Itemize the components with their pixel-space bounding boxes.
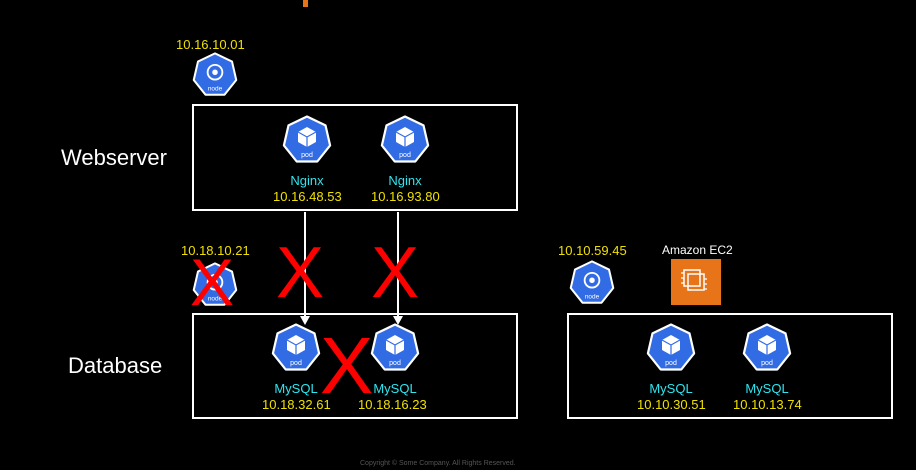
pod-name: Nginx xyxy=(388,173,422,188)
svg-text:node: node xyxy=(208,296,223,303)
database-box xyxy=(192,313,518,419)
pod-name: MySQL xyxy=(745,381,789,396)
pod-name: MySQL xyxy=(649,381,693,396)
pod-ip: 10.18.16.23 xyxy=(358,397,427,412)
node-icon: node xyxy=(192,52,238,98)
database-label: Database xyxy=(68,353,163,378)
ec2-box xyxy=(567,313,893,419)
failure-x-mark: X xyxy=(276,233,325,313)
svg-text:pod: pod xyxy=(761,360,773,367)
node-icon: node xyxy=(569,260,615,306)
failure-x-mark: X xyxy=(190,245,235,319)
pod-icon: pod xyxy=(646,322,696,374)
title-fragment xyxy=(303,0,308,7)
node-ip-db: 10.18.10.21 xyxy=(181,243,250,258)
svg-text:node: node xyxy=(208,86,223,93)
copyright-footer: Copyright © Some Company. All Rights Res… xyxy=(360,460,516,467)
svg-text:pod: pod xyxy=(290,360,302,367)
svg-text:pod: pod xyxy=(389,360,401,367)
pod-icon: pod xyxy=(742,322,792,374)
pod-icon: pod xyxy=(271,322,321,374)
svg-text:pod: pod xyxy=(301,152,313,159)
failure-x-mark: X xyxy=(320,321,374,410)
webserver-box xyxy=(192,104,518,211)
pod-icon: pod xyxy=(370,322,420,374)
webserver-label: Webserver xyxy=(61,145,167,170)
svg-text:node: node xyxy=(585,294,600,301)
node-ip-right: 10.10.59.45 xyxy=(558,243,627,258)
pod-ip: 10.10.13.74 xyxy=(733,397,802,412)
svg-text:pod: pod xyxy=(399,152,411,159)
pod-ip: 10.10.30.51 xyxy=(637,397,706,412)
pod-icon: pod xyxy=(282,114,332,166)
node-ip-top: 10.16.10.01 xyxy=(176,37,245,52)
svg-text:pod: pod xyxy=(665,360,677,367)
ec2-icon xyxy=(671,259,721,305)
pod-name: MySQL xyxy=(373,381,417,396)
pod-icon: pod xyxy=(380,114,430,166)
pod-ip: 10.16.93.80 xyxy=(371,189,440,204)
pod-name: Nginx xyxy=(290,173,324,188)
pod-ip: 10.16.48.53 xyxy=(273,189,342,204)
failure-x-mark: X xyxy=(371,233,420,313)
pod-name: MySQL xyxy=(274,381,318,396)
pod-ip: 10.18.32.61 xyxy=(262,397,331,412)
ec2-label: Amazon EC2 xyxy=(662,243,733,257)
node-icon: node xyxy=(192,262,238,308)
